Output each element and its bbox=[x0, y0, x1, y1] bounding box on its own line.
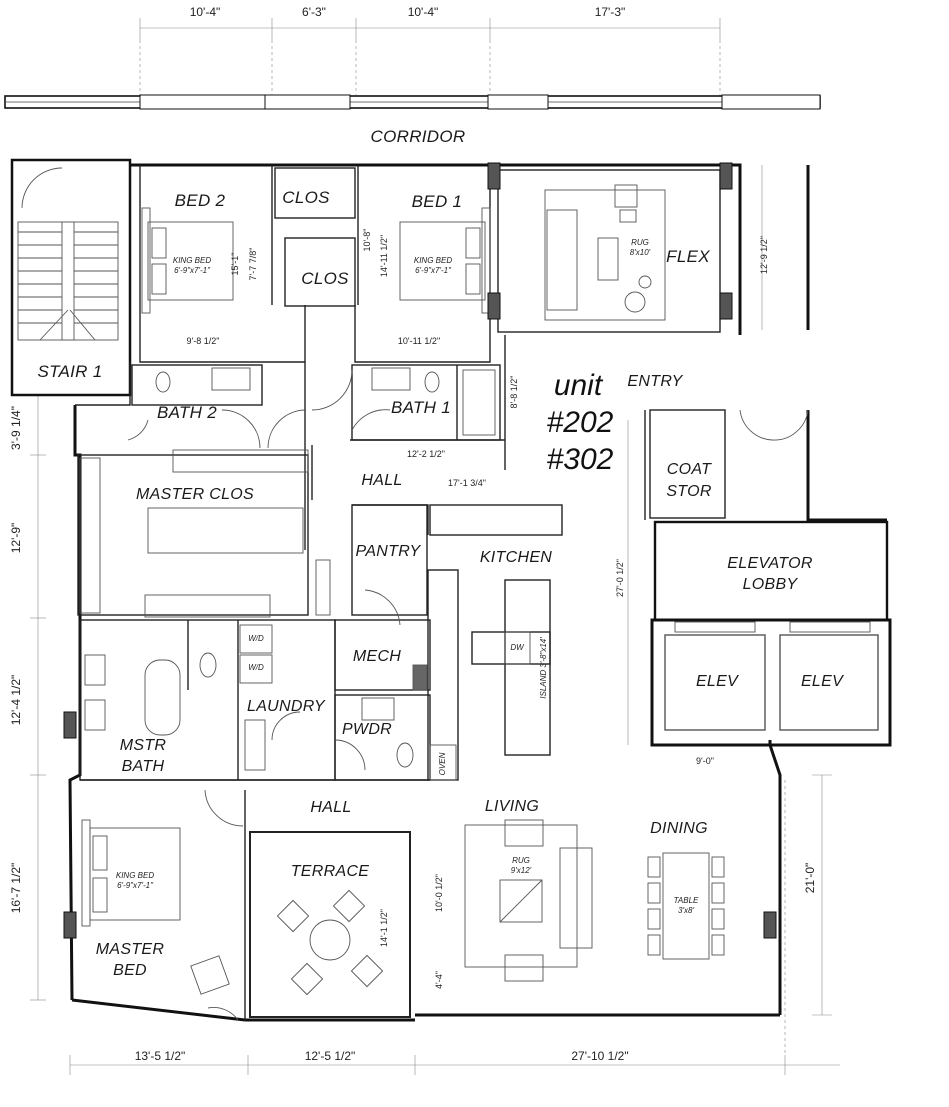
door-swings bbox=[21, 167, 809, 1021]
dim-terrace-height: 14'-1 1/2" bbox=[379, 909, 389, 947]
room-label-bed1: BED 1 bbox=[412, 192, 463, 211]
dim-bed1-width: 10'-11 1/2" bbox=[398, 336, 440, 346]
unit-number-202: #202 bbox=[547, 406, 614, 439]
room-label-mech: MECH bbox=[353, 648, 401, 665]
island-label: ISLAND 3'-8"x14' bbox=[539, 637, 548, 699]
room-label-hall-upper: HALL bbox=[361, 472, 402, 489]
dim-kitchen-height: 27'-0 1/2" bbox=[615, 559, 625, 597]
room-label-bath: BATH bbox=[122, 758, 165, 775]
dim-bed2-width: 9'-8 1/2" bbox=[187, 336, 220, 346]
room-label-master-clos: MASTER CLOS bbox=[136, 486, 254, 503]
room-label-stair1: STAIR 1 bbox=[37, 362, 102, 381]
dim-hall-width: 17'-1 3/4" bbox=[448, 478, 486, 488]
dim-top-4: 17'-3" bbox=[595, 5, 626, 19]
room-label-bed: BED bbox=[113, 962, 147, 979]
dim-top-1: 10'-4" bbox=[190, 5, 221, 19]
bed1-king-bed-shape bbox=[399, 207, 491, 314]
bottom-dimension-lines bbox=[69, 780, 840, 1075]
flex-rug-label: RUG bbox=[631, 238, 649, 247]
dim-right-1: 21'-0" bbox=[803, 863, 817, 894]
dim-left-4: 16'-7 1/2" bbox=[9, 863, 23, 914]
structural-columns bbox=[63, 162, 777, 939]
dim-bed1-height: 14'-11 1/2" bbox=[379, 235, 389, 277]
furniture-labels: KING BED 6'-9"x7'-1" KING BED 6'-9"x7'-1… bbox=[116, 238, 699, 915]
elevator-cars bbox=[664, 621, 879, 731]
room-label-pwdr: PWDR bbox=[342, 721, 392, 738]
room-label-living: LIVING bbox=[485, 798, 539, 815]
room-label-hall-lower: HALL bbox=[310, 799, 351, 816]
right-dimension-lines bbox=[627, 165, 832, 1016]
room-label-elevator: ELEVATOR bbox=[727, 555, 813, 572]
bed1-king-label: KING BED bbox=[414, 256, 452, 265]
room-label-pantry: PANTRY bbox=[356, 543, 422, 560]
washer-dryer-label-1: W/D bbox=[248, 634, 264, 643]
dim-living-small: 4'-4" bbox=[434, 971, 444, 989]
room-label-clos-bottom: CLOS bbox=[301, 269, 349, 288]
stair-treads bbox=[17, 221, 119, 341]
top-dimension-lines bbox=[139, 18, 721, 95]
room-label-bath2: BATH 2 bbox=[157, 403, 217, 422]
dim-left-2: 12'-9" bbox=[9, 523, 23, 554]
unit-word: unit bbox=[554, 369, 604, 402]
flex-furniture bbox=[544, 184, 666, 321]
dim-bottom-2: 12'-5 1/2" bbox=[305, 1049, 356, 1063]
room-label-entry: ENTRY bbox=[627, 373, 683, 390]
oven-label: OVEN bbox=[438, 752, 447, 775]
room-label-corridor: CORRIDOR bbox=[371, 127, 466, 146]
room-label-elev-right: ELEV bbox=[801, 673, 844, 690]
room-label-mstr: MSTR bbox=[120, 737, 167, 754]
master-king-size: 6'-9"x7'-1" bbox=[117, 881, 154, 890]
room-label-stor: STOR bbox=[666, 483, 712, 500]
room-label-clos-top: CLOS bbox=[282, 188, 330, 207]
master-king-bed-shape bbox=[81, 819, 181, 927]
unit-label: unit #202 #302 bbox=[547, 369, 614, 476]
dishwasher-label: DW bbox=[510, 643, 525, 652]
table-label: TABLE bbox=[674, 896, 699, 905]
dim-flex-height: 12'-9 1/2" bbox=[759, 236, 769, 274]
room-label-dining: DINING bbox=[650, 820, 708, 837]
dim-bath1-width: 12'-2 1/2" bbox=[407, 449, 445, 459]
dim-left-1: 3'-9 1/4" bbox=[9, 406, 23, 450]
room-label-terrace: TERRACE bbox=[291, 863, 370, 880]
room-label-kitchen: KITCHEN bbox=[480, 549, 552, 566]
dim-entry-height: 8'-8 1/2" bbox=[509, 376, 519, 409]
bed2-king-label: KING BED bbox=[173, 256, 211, 265]
dim-living-height: 10'-0 1/2" bbox=[434, 874, 444, 912]
room-label-bath1: BATH 1 bbox=[391, 398, 451, 417]
fixtures bbox=[79, 367, 531, 781]
flex-rug-size: 8'x10' bbox=[630, 248, 651, 257]
dim-clos-gap: 10'-8" bbox=[362, 229, 372, 252]
room-label-elev-left: ELEV bbox=[696, 673, 739, 690]
dim-clos-height: 7'-7 7/8" bbox=[248, 248, 258, 281]
corridor-wall bbox=[4, 94, 821, 110]
bed2-king-size: 6'-9"x7'-1" bbox=[174, 266, 211, 275]
washer-dryer-label-2: W/D bbox=[248, 663, 264, 672]
room-label-laundry: LAUNDRY bbox=[247, 698, 326, 715]
table-size: 3'x8' bbox=[678, 906, 694, 915]
room-label-bed2: BED 2 bbox=[175, 191, 226, 210]
dim-top-2: 6'-3" bbox=[302, 5, 326, 19]
left-dimension-lines bbox=[30, 394, 46, 1001]
dim-left-3: 12'-4 1/2" bbox=[9, 675, 23, 726]
dimension-labels: 10'-4" 6'-3" 10'-4" 17'-3" 13'-5 1/2" 12… bbox=[9, 5, 817, 1063]
room-label-master: MASTER bbox=[96, 941, 165, 958]
bed2-king-bed-shape bbox=[141, 207, 234, 314]
room-label-lobby: LOBBY bbox=[743, 576, 799, 593]
room-labels: CORRIDOR BED 2 CLOS CLOS BED 1 FLEX STAI… bbox=[37, 127, 844, 979]
dim-bed2-height: 15'-1" bbox=[230, 253, 240, 276]
bed1-king-size: 6'-9"x7'-1" bbox=[415, 266, 452, 275]
living-furniture bbox=[464, 819, 725, 982]
room-label-coat: COAT bbox=[667, 461, 712, 478]
terrace-furniture bbox=[190, 889, 384, 996]
living-rug-label: RUG bbox=[512, 856, 530, 865]
master-king-label: KING BED bbox=[116, 871, 154, 880]
unit-number-302: #302 bbox=[547, 443, 614, 476]
room-label-flex: FLEX bbox=[666, 247, 710, 266]
dim-bottom-1: 13'-5 1/2" bbox=[135, 1049, 186, 1063]
living-rug-size: 9'x12' bbox=[511, 866, 532, 875]
dim-top-3: 10'-4" bbox=[408, 5, 439, 19]
dim-elev-width: 9'-0" bbox=[696, 756, 714, 766]
dim-bottom-3: 27'-10 1/2" bbox=[571, 1049, 628, 1063]
